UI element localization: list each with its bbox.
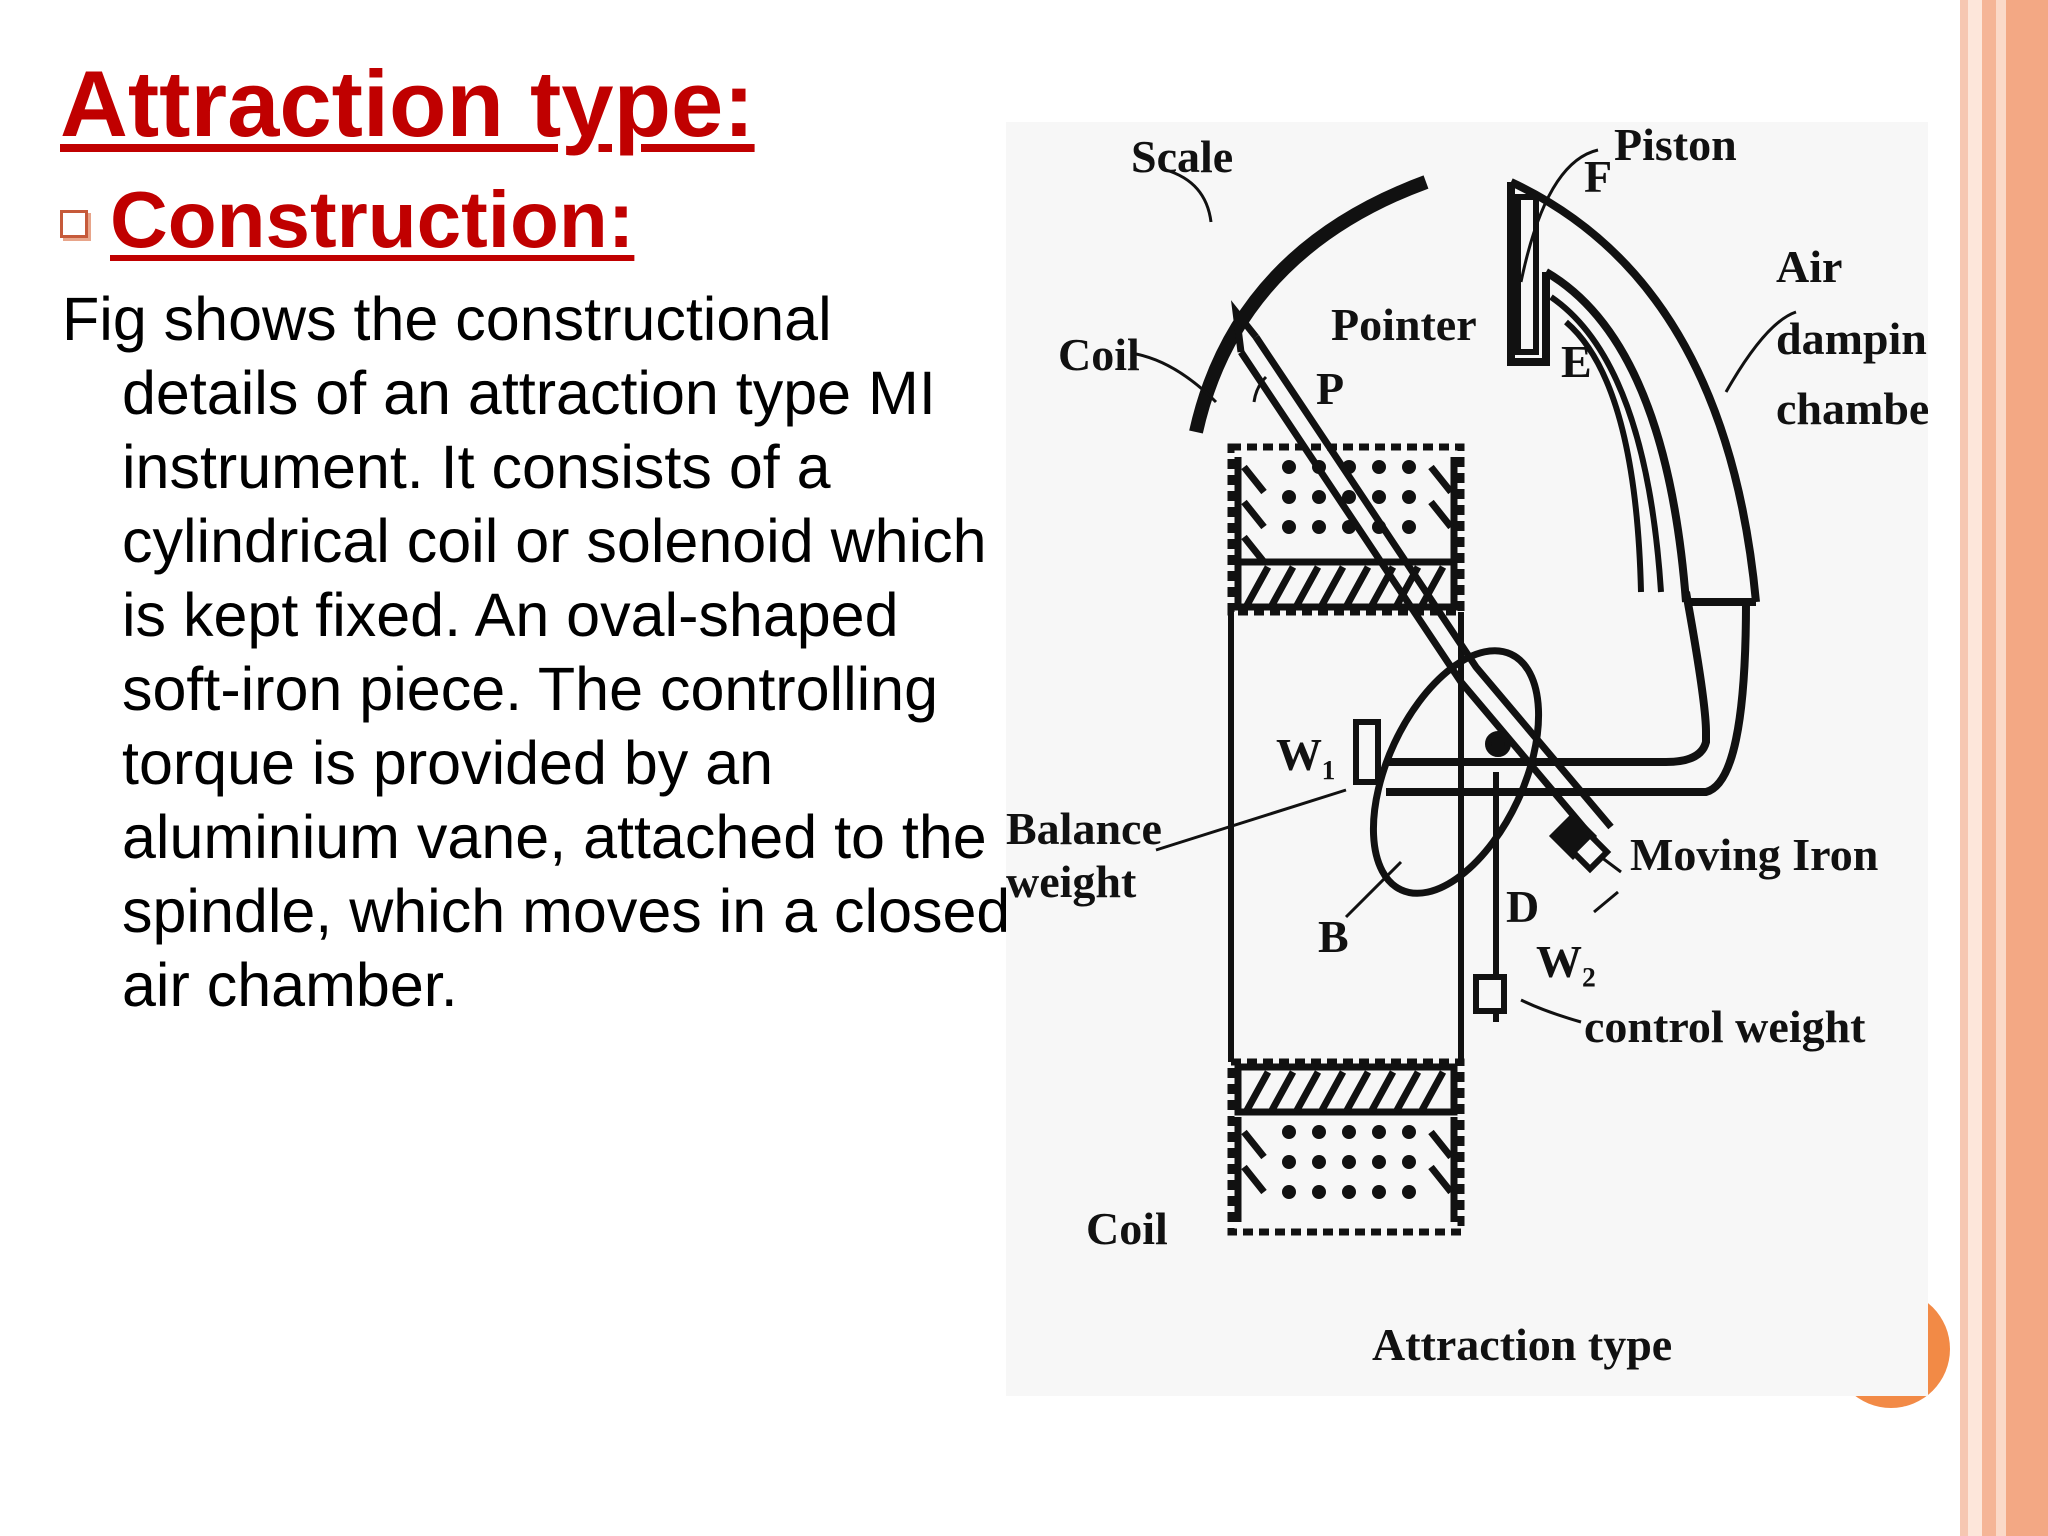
slide-title: Attraction type: <box>60 51 755 156</box>
label-coil-bottom: Coil <box>1086 1203 1168 1254</box>
label-d: D <box>1506 881 1539 932</box>
label-moving-iron: Moving Iron <box>1630 829 1878 880</box>
label-piston: Piston <box>1614 122 1737 170</box>
label-w1: W₁ <box>1276 729 1336 780</box>
square-bullet-icon <box>60 210 88 238</box>
border-stripe <box>1982 0 1996 1536</box>
leader-lines <box>1135 148 1797 1024</box>
subheading-text: Construction: <box>110 175 635 264</box>
label-air-damping-2: damping <box>1776 313 1928 364</box>
pointer <box>1230 300 1614 845</box>
coil-bottom <box>1227 1058 1465 1236</box>
body-paragraph: Fig shows the constructional details of … <box>62 285 1011 1019</box>
air-damping-chamber <box>1386 178 1760 796</box>
diagram-svg: Scale Piston F Coil Pointer P E Air damp… <box>1006 122 1928 1370</box>
subheading: Construction: <box>60 176 634 264</box>
figure-caption: Attraction type <box>1372 1319 1672 1370</box>
label-e: E <box>1561 336 1592 387</box>
scale-arc <box>1189 175 1429 434</box>
moving-iron <box>1548 811 1612 874</box>
coil-bottom-dots <box>1282 1125 1416 1199</box>
border-stripe <box>1968 0 1982 1536</box>
label-p: P <box>1316 363 1344 414</box>
label-f: F <box>1584 151 1612 202</box>
label-air-damping-3: chamber <box>1776 383 1928 434</box>
spindle <box>1353 719 1511 1022</box>
label-coil-top: Coil <box>1058 329 1140 380</box>
coil-top <box>1227 443 1465 616</box>
label-control-weight: control weight <box>1584 1001 1866 1052</box>
border-stripe <box>2006 0 2048 1536</box>
label-balance-2: weight <box>1006 856 1137 907</box>
label-air-damping-1: Air <box>1776 241 1842 292</box>
label-scale: Scale <box>1131 131 1233 182</box>
attraction-type-diagram: Scale Piston F Coil Pointer P E Air damp… <box>1006 122 1928 1396</box>
coil-walls <box>1228 612 1464 1062</box>
label-b: B <box>1318 911 1349 962</box>
label-balance-1: Balance <box>1006 803 1162 854</box>
label-pointer: Pointer <box>1331 299 1477 350</box>
oval-iron <box>1369 647 1543 897</box>
label-w2: W₂ <box>1536 936 1596 987</box>
border-stripe <box>1996 0 2006 1536</box>
border-stripe <box>1960 0 1968 1536</box>
